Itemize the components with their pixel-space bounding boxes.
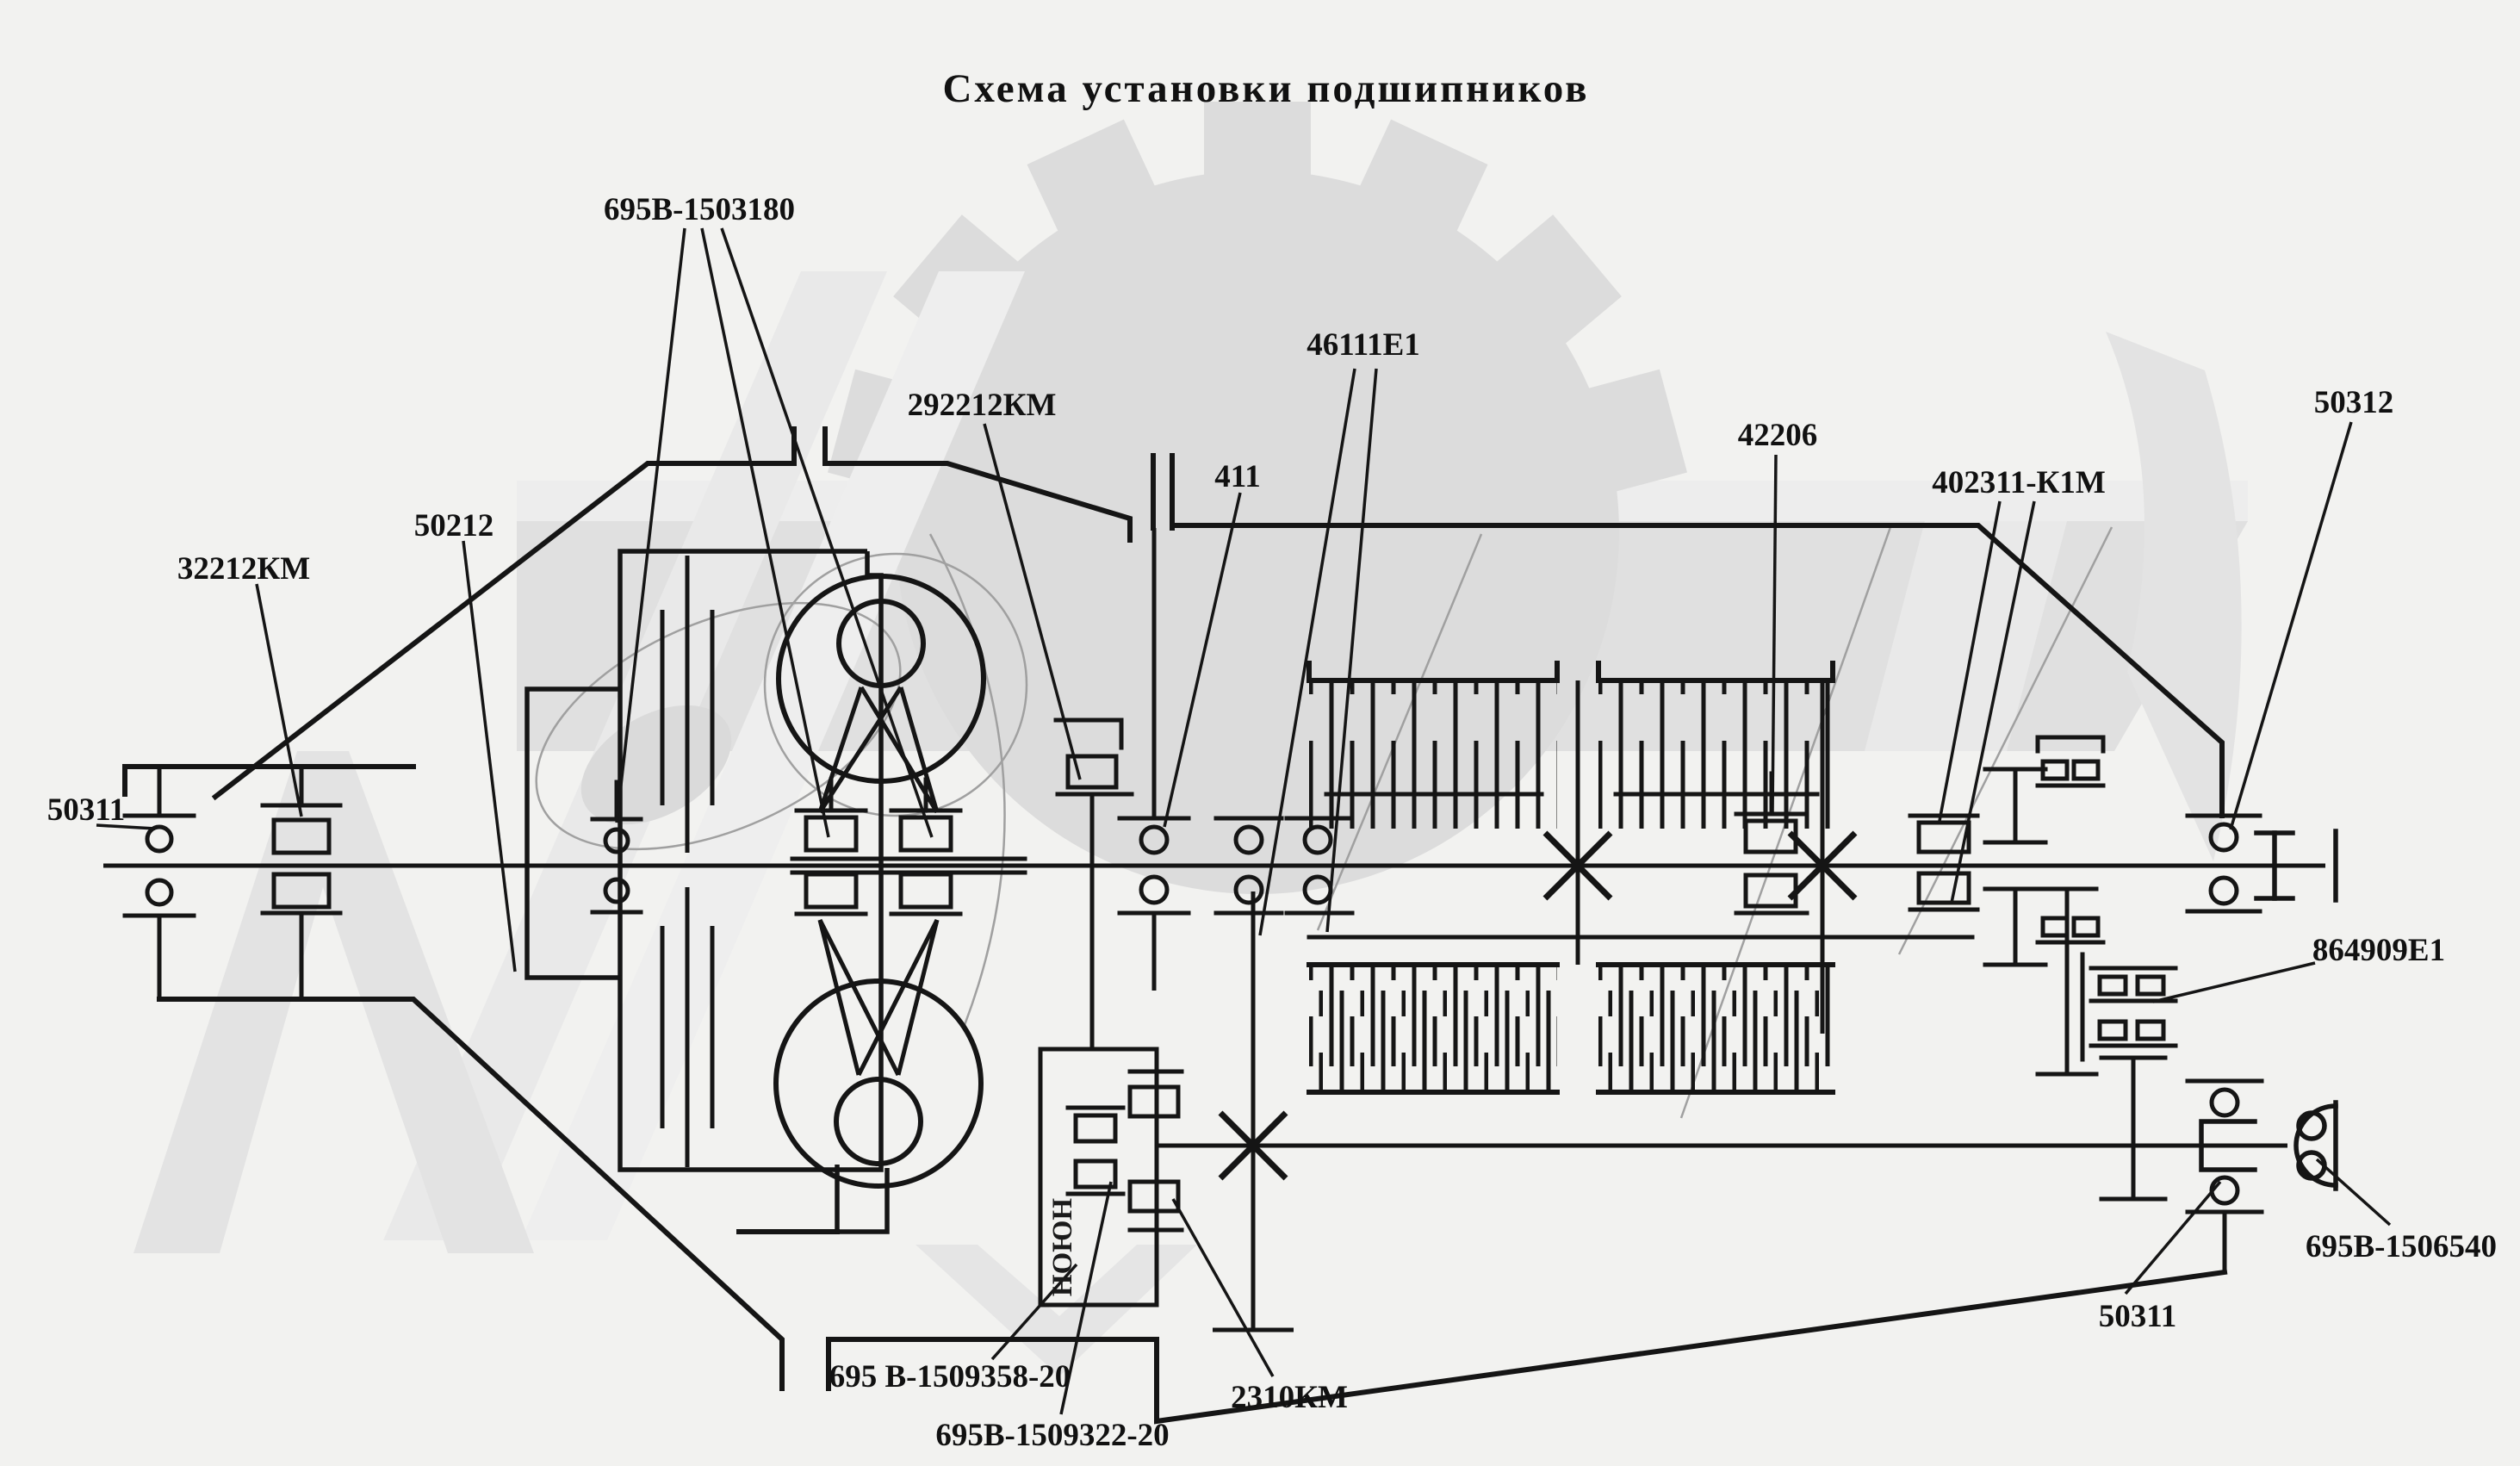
label-864909e1: 864909Е1 <box>2312 933 2445 968</box>
bearing-cluster-mid <box>2035 916 2106 945</box>
label-50311-left: 50311 <box>47 792 125 828</box>
bearing-2310km-box <box>1038 1047 1184 1308</box>
housing-outline <box>122 426 2228 1425</box>
bearing-46111e1-a <box>1213 816 1284 916</box>
housing-top-right <box>1170 523 2225 818</box>
leader-1503180-b <box>700 227 830 838</box>
watermark-letter-part <box>1865 521 2067 751</box>
lower-bevel-clutch <box>773 918 984 1234</box>
label-411: 411 <box>1214 459 1260 494</box>
watermark-letter-l <box>133 751 534 1253</box>
clutch-pack-upper <box>1307 661 1835 829</box>
watermark-chevron <box>916 1245 1197 1376</box>
leader-1503180-a <box>615 227 686 823</box>
leader-46111e1-a <box>1258 368 1356 936</box>
mesh-x-icon <box>1542 830 1613 901</box>
filler-tube-stubs <box>1151 453 1175 531</box>
label-292212km: 292212КМ <box>908 388 1057 423</box>
label-2310km: 2310КМ <box>1231 1380 1348 1415</box>
clutch-hub-step <box>835 1165 890 1234</box>
clutch-disc-lines <box>660 556 715 1167</box>
gear-mesh-marks <box>1218 830 1858 1181</box>
label-50312: 50312 <box>2314 385 2394 420</box>
label-695v-1503180: 695В-1503180 <box>604 192 795 227</box>
bearing-292212km-mount <box>1053 717 1134 1052</box>
page-title: Схема установки подшипников <box>942 66 1589 111</box>
leader-46111e1-b <box>1325 368 1378 933</box>
leader-1509322 <box>1059 1181 1113 1415</box>
watermark-stripe-2 <box>521 271 1025 1240</box>
bearing-864909e1-stack <box>2080 952 2178 1062</box>
leader-50311-left <box>96 823 156 830</box>
housing-bottom-right <box>826 1269 2228 1425</box>
output-flange-arc <box>2293 1103 2338 1188</box>
right-gear-columns <box>1983 735 2168 1202</box>
bearing-50311-right <box>2185 1078 2264 1275</box>
watermark-gear-logo <box>133 102 2248 1376</box>
bearing-411 <box>1117 816 1191 916</box>
bearing-inner-small <box>590 780 643 915</box>
mesh-x-icon <box>1787 830 1858 901</box>
leader-1506540 <box>2315 1158 2392 1227</box>
leader-50212 <box>462 540 517 972</box>
inner-step-box <box>524 686 622 980</box>
leader-50311-right <box>2124 1180 2222 1295</box>
main-output-coupling <box>2254 829 2338 903</box>
bearing-32212km <box>260 764 343 1002</box>
leader-402311-a <box>1938 500 2002 822</box>
leader-2310km <box>1171 1198 1275 1377</box>
leader-411 <box>1163 492 1242 828</box>
label-695v-1509322-20: 695В-1509322-20 <box>935 1418 1169 1453</box>
bearing-402311-k1m <box>1908 813 1980 912</box>
leader-1509358 <box>990 1263 1078 1361</box>
label-42206: 42206 <box>1738 418 1818 453</box>
leader-402311-b <box>1950 500 2036 904</box>
leader-50312 <box>2229 421 2353 830</box>
housing-top-left <box>211 426 1133 801</box>
housing-mount-shelf <box>122 764 416 797</box>
clutch-pack-lower <box>1307 935 1975 1095</box>
label-695v-1509358-20: 695 В-1509358-20 <box>829 1359 1071 1395</box>
label-50212: 50212 <box>414 508 494 544</box>
bearing-50312 <box>2185 813 2262 914</box>
leader-1503180-c <box>720 227 934 838</box>
label-695v-1506540: 695В-1506540 <box>2306 1229 2497 1264</box>
leader-292212km <box>983 423 1082 780</box>
bearing-50311-left <box>122 764 196 1002</box>
mesh-x-icon <box>1218 1110 1288 1181</box>
label-46111e1: 46111Е1 <box>1307 327 1420 363</box>
label-rotated-box-text: НОЮН <box>1047 1198 1078 1296</box>
bearing-cluster-upper <box>2035 735 2106 788</box>
leader-32212km <box>255 583 303 817</box>
label-402311-k1m: 402311-К1М <box>1932 465 2106 500</box>
label-32212km: 32212КМ <box>177 551 310 587</box>
leader-42206 <box>1771 454 1778 816</box>
watermark-gear <box>827 102 1688 894</box>
label-50311-right: 50311 <box>2099 1299 2176 1334</box>
housing-bottom-left <box>157 997 785 1391</box>
leader-864909e1 <box>2152 961 2316 1003</box>
leader-lines <box>96 227 2392 1415</box>
